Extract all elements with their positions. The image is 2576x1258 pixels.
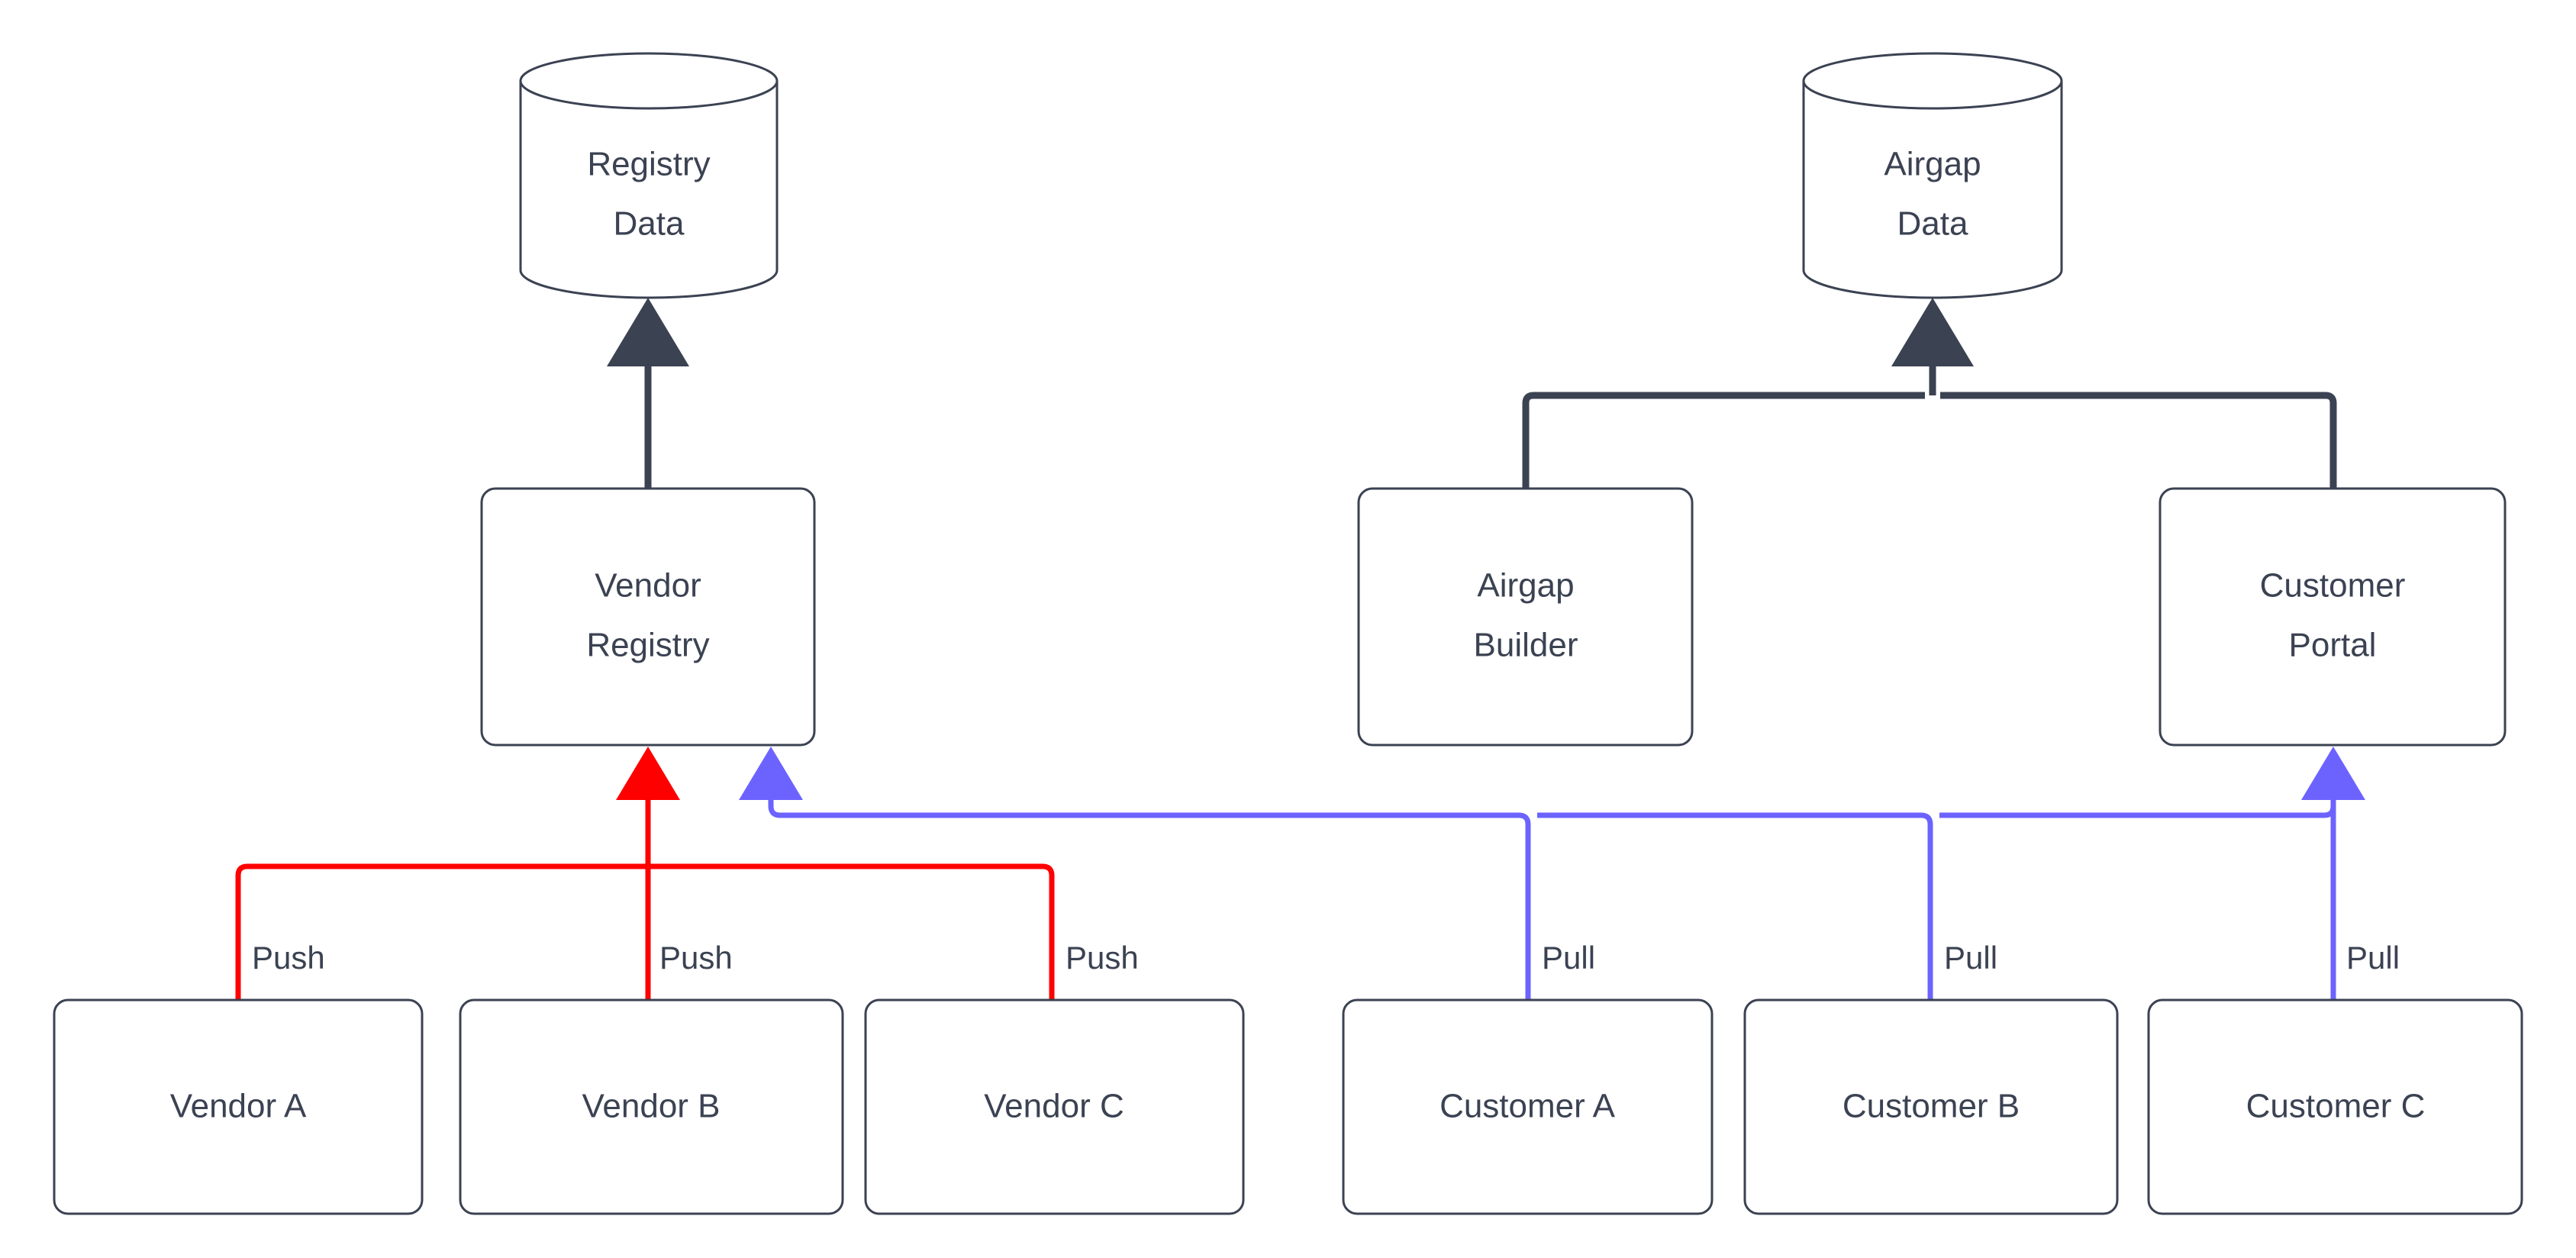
actor-customer-a[interactable]: Customer A	[1342, 998, 1714, 1215]
customer-a-box	[1342, 998, 1714, 1215]
edge-label-pull-customer-b: Pull	[1944, 940, 1997, 976]
edge-label-pull-customer-a: Pull	[1542, 940, 1595, 976]
actors-group: Vendor A Vendor B Vendor C Customer A Cu…	[53, 998, 2523, 1215]
customer-portal-label-line1: Customer	[2260, 567, 2406, 605]
airgap-builder-box	[1357, 487, 1694, 747]
vendor-c-box	[864, 998, 1245, 1215]
customer-portal-label-line2: Portal	[2289, 627, 2377, 664]
edge-pull-bus-right-corner	[2323, 805, 2336, 818]
customer-portal-box	[2158, 487, 2507, 747]
customer-c-label: Customer C	[2246, 1088, 2426, 1125]
edge-customer-portal-to-airgap-data	[1940, 392, 2337, 489]
edge-label-push-vendor-b: Push	[659, 940, 733, 976]
edge-vendor-c-push	[648, 863, 1055, 1000]
datastore-airgap-data[interactable]: Airgap Data	[1802, 52, 2063, 299]
edge-labels-group: Push Push Push Pull Pull Pull	[252, 940, 2400, 976]
customer-b-box	[1743, 998, 2119, 1215]
actor-vendor-a[interactable]: Vendor A	[53, 998, 424, 1215]
vendor-a-box	[53, 998, 424, 1215]
actor-vendor-c[interactable]: Vendor C	[864, 998, 1245, 1215]
edges-group	[235, 298, 2365, 1000]
edge-vendor-a-push	[235, 863, 648, 1000]
airgap-builder-label-line1: Airgap	[1477, 567, 1574, 605]
service-vendor-registry[interactable]: Vendor Registry	[480, 487, 816, 747]
airgap-data-top	[1802, 52, 2063, 110]
vendor-registry-label-line2: Registry	[586, 627, 709, 664]
edge-customer-a-pull	[739, 747, 1531, 1000]
airgap-data-label-line1: Airgap	[1884, 146, 1981, 183]
actor-customer-c[interactable]: Customer C	[2147, 998, 2523, 1215]
vendor-b-box	[459, 998, 844, 1215]
vendor-c-label: Vendor C	[984, 1088, 1124, 1125]
edge-label-pull-customer-c: Pull	[2346, 940, 2400, 976]
vendor-a-label: Vendor A	[170, 1088, 307, 1125]
airgap-builder-label-line2: Builder	[1474, 627, 1578, 664]
edge-label-push-vendor-c: Push	[1066, 940, 1139, 976]
edge-label-push-vendor-a: Push	[252, 940, 325, 976]
airgap-data-body	[1802, 81, 2063, 299]
vendor-b-label: Vendor B	[582, 1088, 720, 1125]
airgap-data-label-line2: Data	[1897, 205, 1968, 243]
vendor-registry-label-line1: Vendor	[595, 567, 701, 605]
customer-b-label: Customer B	[1843, 1088, 2020, 1125]
registry-data-label-line1: Registry	[587, 146, 710, 183]
customer-c-box	[2147, 998, 2523, 1215]
service-airgap-builder[interactable]: Airgap Builder	[1357, 487, 1694, 747]
edge-customer-b-pull	[1537, 812, 1933, 1000]
registry-data-body	[519, 81, 779, 299]
services-group: Vendor Registry Airgap Builder Customer …	[480, 487, 2507, 747]
vendor-registry-box	[480, 487, 816, 747]
customer-a-label: Customer A	[1440, 1088, 1616, 1125]
edge-airgap-builder-to-airgap-data	[1522, 392, 1925, 489]
datastores-group: Registry Data Airgap Data	[519, 52, 2063, 299]
service-customer-portal[interactable]: Customer Portal	[2158, 487, 2507, 747]
actor-customer-b[interactable]: Customer B	[1743, 998, 2119, 1215]
datastore-registry-data[interactable]: Registry Data	[519, 52, 779, 299]
actor-vendor-b[interactable]: Vendor B	[459, 998, 844, 1215]
registry-data-label-line2: Data	[614, 205, 685, 243]
registry-data-top	[519, 52, 779, 110]
